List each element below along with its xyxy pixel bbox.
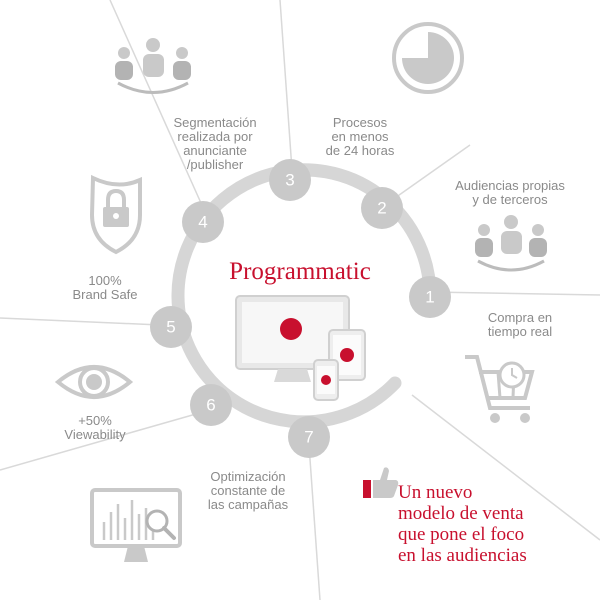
devices-icon <box>235 295 366 401</box>
monitor-chart-icon <box>90 488 182 562</box>
label-line: realizada por <box>177 129 253 144</box>
tagline-line: en las audiencias <box>398 545 527 566</box>
step-3-label: Procesos en menos de 24 horas <box>300 116 420 158</box>
divider-line <box>411 394 600 541</box>
label-line: Brand Safe <box>72 287 138 302</box>
divider-line <box>308 444 321 600</box>
divider-line <box>384 144 471 206</box>
divider-line <box>429 291 600 296</box>
thumbs-up-icon <box>363 467 399 498</box>
step-4-number: 4 <box>198 213 207 232</box>
step-4-circle: 4 <box>182 201 224 243</box>
step-3-number: 3 <box>285 171 294 190</box>
lock-shield-icon <box>89 174 142 255</box>
step-3-circle: 3 <box>269 159 311 201</box>
label-line: Procesos <box>332 115 388 130</box>
label-line: Viewability <box>64 427 126 442</box>
step-5-number: 5 <box>166 318 175 337</box>
label-line: Compra en <box>487 310 553 325</box>
step-7-number: 7 <box>304 428 313 447</box>
step-1-circle: 1 <box>409 276 451 318</box>
step-2-circle: 2 <box>361 187 403 229</box>
label-line: de 24 horas <box>325 143 395 158</box>
divider-line <box>109 0 206 213</box>
shopping-cart-icon <box>465 355 535 423</box>
people-group-icon <box>115 38 191 94</box>
label-line: +50% <box>78 413 112 428</box>
tagline-line: que pone el foco <box>398 524 525 545</box>
tagline: Un nuevo modelo de venta que pone el foc… <box>398 482 598 566</box>
label-line: las campañas <box>207 497 289 512</box>
step-6-circle: 6 <box>190 384 232 426</box>
label-line: tiempo real <box>487 324 553 339</box>
label-line: 100% <box>88 273 122 288</box>
eye-icon <box>54 365 134 399</box>
page-title: Programmatic <box>229 258 371 285</box>
tagline-line: Un nuevo <box>398 482 473 503</box>
step-1-number: 1 <box>425 288 434 307</box>
label-line: Segmentación <box>173 115 257 130</box>
step-6-label: +50% Viewability <box>40 414 150 442</box>
label-line: Optimización <box>210 469 286 484</box>
step-5-label: 100% Brand Safe <box>50 274 160 302</box>
step-4-label: Segmentación realizada por anunciante /p… <box>160 116 270 172</box>
people-group-icon <box>475 215 547 272</box>
label-line: Audiencias propias <box>455 178 565 193</box>
step-7-circle: 7 <box>288 416 330 458</box>
clock-pie-icon <box>392 22 464 94</box>
step-1-label: Compra en tiempo real <box>450 311 590 339</box>
step-circles: 1 2 3 4 5 6 7 <box>150 159 451 458</box>
step-2-number: 2 <box>377 199 386 218</box>
step-6-number: 6 <box>206 396 215 415</box>
label-line: anunciante <box>183 143 247 158</box>
step-7-label: Optimización constante de las campañas <box>188 470 308 512</box>
divider-line <box>279 0 293 171</box>
divider-line <box>0 317 161 326</box>
divider-line <box>0 409 211 471</box>
label-line: constante de <box>210 483 286 498</box>
tagline-line: modelo de venta <box>398 503 524 524</box>
step-5-circle: 5 <box>150 306 192 348</box>
label-line: en menos <box>331 129 389 144</box>
label-line: /publisher <box>186 157 244 172</box>
label-line: y de terceros <box>472 192 548 207</box>
step-2-label: Audiencias propias y de terceros <box>420 179 600 207</box>
